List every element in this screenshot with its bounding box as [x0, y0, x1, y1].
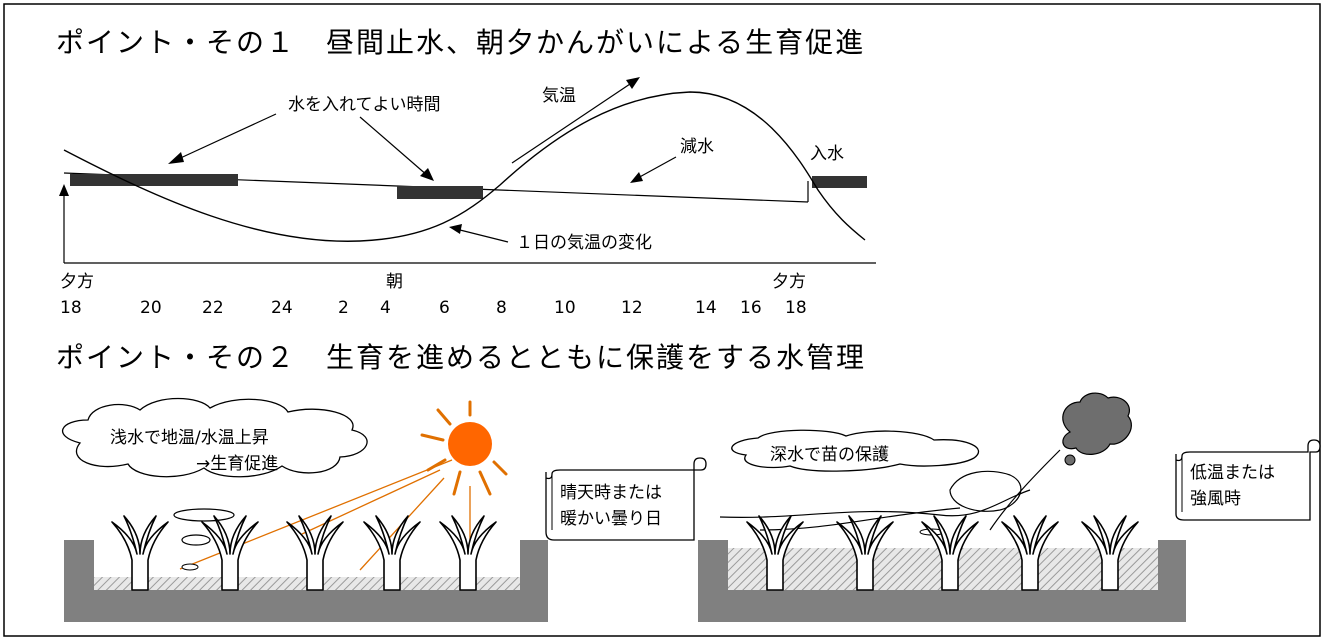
- hour-label: 10: [554, 298, 576, 318]
- temperature-curve: [63, 91, 866, 242]
- dark-cloud-icon: [1062, 392, 1132, 455]
- hour-labels: 18 20 22 24 2 4 6 8 10 12 14 16 18: [60, 298, 807, 318]
- label-morning: 朝: [386, 272, 403, 292]
- left-scene: 浅水で地温/水温上昇 →生育促進: [61, 397, 548, 622]
- hour-label: 18: [785, 298, 807, 318]
- cloud-left-line2: →生育促進: [196, 454, 278, 474]
- arrow-reduce: [630, 172, 643, 183]
- left-arrow-head: [59, 184, 69, 196]
- sun-icon: [448, 422, 492, 466]
- arrow-ok-time-left: [168, 152, 184, 164]
- scroll-right-line2: 強風時: [1190, 489, 1241, 509]
- hour-label: 4: [380, 298, 391, 318]
- hour-label: 20: [140, 298, 162, 318]
- cloud-left: [61, 397, 368, 478]
- arrow-ok-time-right: [420, 168, 434, 181]
- hour-label: 16: [740, 298, 762, 318]
- section2-title: ポイント・その２ 生育を進めるとともに保護をする水管理: [56, 341, 866, 374]
- scroll-left-line1: 晴天時または: [560, 483, 662, 503]
- right-scene: 深水で苗の保護: [698, 392, 1186, 622]
- scroll-right-line1: 低温または: [1190, 463, 1275, 483]
- arrow-temp: [626, 77, 640, 89]
- hour-label: 24: [271, 298, 293, 318]
- irrigation-bar-morning: [397, 186, 483, 199]
- hour-label: 6: [439, 298, 450, 318]
- hour-label: 12: [621, 298, 643, 318]
- label-temp: 気温: [542, 86, 576, 106]
- label-reduce: 減水: [680, 137, 714, 157]
- irrigation-bar-evening-2: [812, 176, 867, 188]
- cloud-right-text: 深水で苗の保護: [770, 445, 889, 465]
- scroll-left: 晴天時または 暖かい曇り日: [545, 457, 707, 541]
- scroll-right: 低温または 強風時: [1175, 439, 1321, 521]
- label-ok-time: 水を入れてよい時間: [288, 95, 441, 115]
- cloud-right: [731, 429, 980, 472]
- section1-title: ポイント・その１ 昼間止水、朝夕かんがいによる生育促進: [56, 26, 865, 59]
- hour-label: 22: [202, 298, 224, 318]
- hour-label: 14: [695, 298, 717, 318]
- label-inflow: 入水: [810, 144, 844, 164]
- label-evening-right: 夕方: [772, 272, 806, 292]
- outer-frame: [3, 3, 1321, 637]
- paddy-floor-2: [698, 590, 1186, 622]
- hour-label: 2: [338, 298, 349, 318]
- cloud-left-line1: 浅水で地温/水温上昇: [110, 428, 269, 448]
- label-daily-change: １日の気温の変化: [516, 233, 652, 253]
- hour-label: 18: [60, 298, 82, 318]
- arrow-daily-change: [449, 224, 462, 234]
- scroll-left-line2: 暖かい曇り日: [560, 509, 662, 529]
- irrigation-bar-evening: [70, 174, 238, 186]
- paddy-floor: [64, 590, 548, 622]
- label-evening-left: 夕方: [60, 272, 94, 292]
- hour-label: 8: [496, 298, 507, 318]
